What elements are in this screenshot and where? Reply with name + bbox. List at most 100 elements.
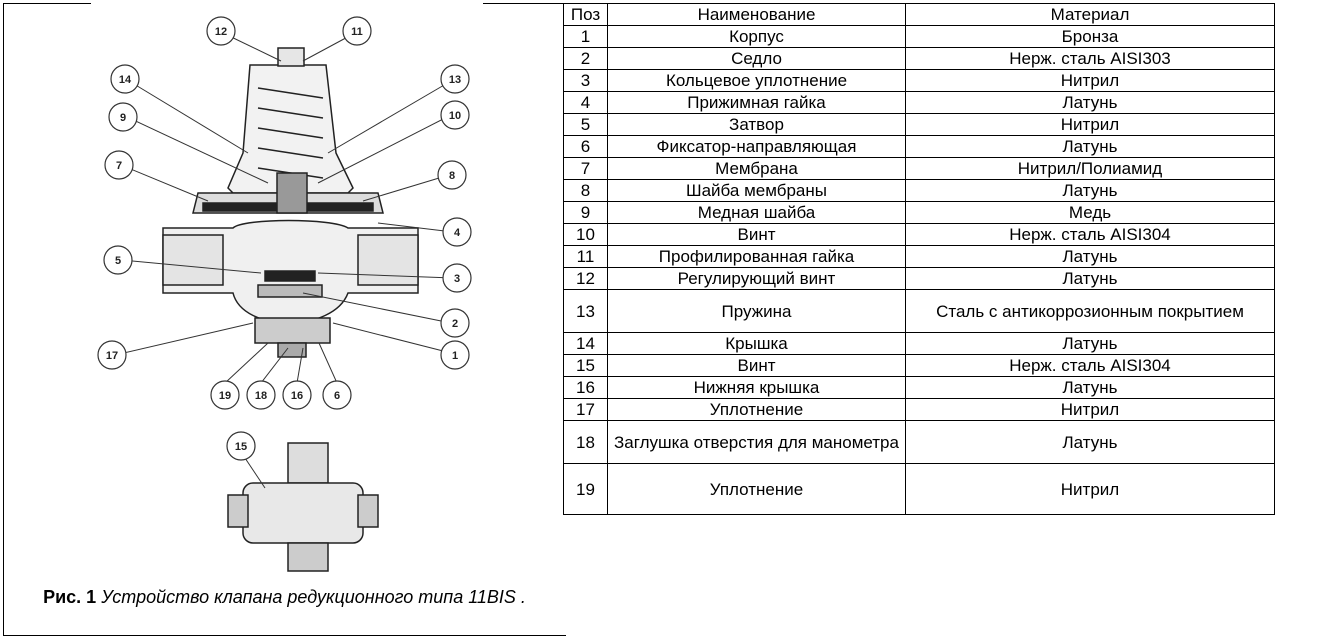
cell-pos: 13 bbox=[563, 289, 608, 333]
callout-label: 15 bbox=[235, 441, 247, 453]
callout-label: 7 bbox=[116, 160, 122, 172]
cell-name: Заглушка отверстия для манометра bbox=[607, 420, 906, 464]
callout-label: 8 bbox=[449, 170, 455, 182]
cell-pos: 7 bbox=[563, 157, 608, 180]
cell-name: Регулирующий винт bbox=[607, 267, 906, 290]
top-rule-right bbox=[483, 3, 569, 4]
cell-material: Латунь bbox=[905, 179, 1275, 202]
cell-material: Нерж. сталь AISI304 bbox=[905, 223, 1275, 246]
caption-label: Рис. 1 bbox=[43, 587, 97, 607]
header-pos: Поз bbox=[563, 3, 608, 26]
cell-name: Корпус bbox=[607, 25, 906, 48]
cell-material: Латунь bbox=[905, 91, 1275, 114]
cell-name: Нижняя крышка bbox=[607, 376, 906, 399]
cell-material: Латунь bbox=[905, 267, 1275, 290]
cell-name: Пружина bbox=[607, 289, 906, 333]
cell-pos: 8 bbox=[563, 179, 608, 202]
cell-material: Латунь bbox=[905, 245, 1275, 268]
cell-name: Затвор bbox=[607, 113, 906, 136]
cell-material: Латунь bbox=[905, 376, 1275, 399]
cell-name: Винт bbox=[607, 354, 906, 377]
callout-label: 14 bbox=[119, 74, 132, 86]
cell-name: Фиксатор-направляющая bbox=[607, 135, 906, 158]
cell-material: Латунь bbox=[905, 420, 1275, 464]
cell-name: Мембрана bbox=[607, 157, 906, 180]
cell-pos: 2 bbox=[563, 47, 608, 70]
cell-material: Медь bbox=[905, 201, 1275, 224]
callout-label: 19 bbox=[219, 390, 231, 402]
cell-name: Прижимная гайка bbox=[607, 91, 906, 114]
cell-material: Латунь bbox=[905, 332, 1275, 355]
cell-material: Нитрил bbox=[905, 69, 1275, 92]
cell-name: Уплотнение bbox=[607, 463, 906, 515]
cell-pos: 17 bbox=[563, 398, 608, 421]
cell-material: Нитрил/Полиамид bbox=[905, 157, 1275, 180]
cell-name: Уплотнение bbox=[607, 398, 906, 421]
cell-name: Крышка bbox=[607, 332, 906, 355]
cell-material: Нитрил bbox=[905, 113, 1275, 136]
cell-pos: 16 bbox=[563, 376, 608, 399]
cell-name: Профилированная гайка bbox=[607, 245, 906, 268]
callout-label: 6 bbox=[334, 390, 340, 402]
cell-name: Седло bbox=[607, 47, 906, 70]
cell-pos: 14 bbox=[563, 332, 608, 355]
callout-label: 17 bbox=[106, 350, 118, 362]
cell-material: Нитрил bbox=[905, 463, 1275, 515]
cell-material: Латунь bbox=[905, 135, 1275, 158]
left-border bbox=[3, 3, 4, 635]
cell-pos: 6 bbox=[563, 135, 608, 158]
cell-name: Шайба мембраны bbox=[607, 179, 906, 202]
caption-text: Устройство клапана редукционного типа 11… bbox=[101, 587, 526, 607]
cell-material: Сталь с антикоррозионным покрытием bbox=[905, 289, 1275, 333]
callout-label: 5 bbox=[115, 255, 121, 267]
callout-label: 13 bbox=[449, 74, 461, 86]
valve-section-diagram: 12 11 14 13 9 10 7 8 4 5 3 2 17 1 19 18 … bbox=[97, 16, 472, 572]
cell-pos: 19 bbox=[563, 463, 608, 515]
header-material: Материал bbox=[905, 3, 1275, 26]
callout-label: 1 bbox=[452, 350, 458, 362]
cell-material: Бронза bbox=[905, 25, 1275, 48]
cell-pos: 11 bbox=[563, 245, 608, 268]
cell-pos: 3 bbox=[563, 69, 608, 92]
header-name: Наименование bbox=[607, 3, 906, 26]
callout-label: 4 bbox=[454, 227, 461, 239]
cell-pos: 5 bbox=[563, 113, 608, 136]
callout-label: 10 bbox=[449, 110, 461, 122]
top-rule-left bbox=[3, 3, 91, 4]
cell-pos: 15 bbox=[563, 354, 608, 377]
callout-label: 12 bbox=[215, 26, 227, 38]
figure-panel: 12 11 14 13 9 10 7 8 4 5 3 2 17 1 19 18 … bbox=[3, 3, 569, 636]
figure-caption: Рис. 1 Устройство клапана редукционного … bbox=[3, 586, 566, 609]
cell-name: Кольцевое уплотнение bbox=[607, 69, 906, 92]
cell-pos: 4 bbox=[563, 91, 608, 114]
cell-pos: 18 bbox=[563, 420, 608, 464]
cell-material: Нитрил bbox=[905, 398, 1275, 421]
table-header-row: Поз Наименование Материал bbox=[563, 3, 1275, 26]
cell-material: Нерж. сталь AISI303 bbox=[905, 47, 1275, 70]
cell-pos: 9 bbox=[563, 201, 608, 224]
cell-pos: 12 bbox=[563, 267, 608, 290]
callout-label: 18 bbox=[255, 390, 267, 402]
callout-label: 2 bbox=[452, 318, 458, 330]
callout-label: 3 bbox=[454, 273, 460, 285]
cell-name: Винт bbox=[607, 223, 906, 246]
cell-pos: 10 bbox=[563, 223, 608, 246]
callout-label: 11 bbox=[351, 26, 363, 38]
